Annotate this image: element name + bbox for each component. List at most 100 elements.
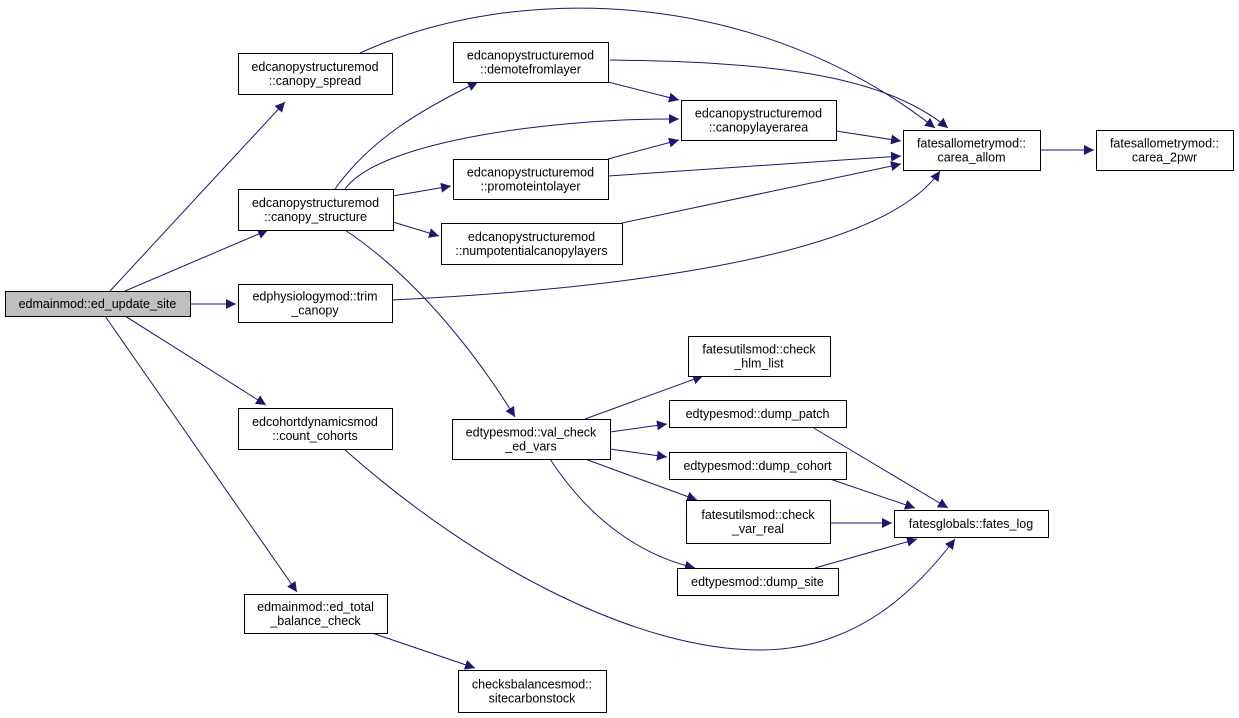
node-count_cohorts[interactable]: edcohortdynamicsmod::count_cohorts [238,408,393,450]
node-box [238,284,393,323]
node-label-line: edtypesmod::dump_patch [686,407,830,421]
node-label-line: fatesallometrymod:: [1110,137,1219,151]
node-carea_2pwr[interactable]: fatesallometrymod::carea_2pwr [1096,130,1234,171]
node-box [686,500,831,544]
node-label-line: fatesutilsmod::check [701,508,815,522]
node-label-line: ::canopy_structure [264,210,367,224]
node-box [441,223,623,265]
node-label-line: _var_real [731,522,784,536]
node-label-line: ::canopy_spread [269,74,361,88]
node-label-line: sitecarbonstock [489,692,577,706]
node-val_check_ed_vars[interactable]: edtypesmod::val_check_ed_vars [452,419,611,460]
edge-val_check_ed_vars-to-dump_cohort [609,448,668,461]
node-label-line: ::canopylayerarea [709,121,808,135]
edge-ed_update_site-to-count_cohorts [124,315,267,406]
node-dump_cohort[interactable]: edtypesmod::dump_cohort [669,452,847,480]
edge-canopy_structure-to-canopylayerarea [344,113,680,190]
node-check_hlm_list[interactable]: fatesutilsmod::check_hlm_list [688,336,831,377]
node-canopylayerarea[interactable]: edcanopystructuremod::canopylayerarea [681,100,837,141]
edge-dump_patch-to-fates_log [811,426,949,509]
node-box [453,159,609,200]
node-numpotentialcanopylayers[interactable]: edcanopystructuremod::numpotentialcanopy… [441,223,623,265]
edge-canopy_structure-to-demotefromlayer [334,81,479,190]
edge-promoteintolayer-to-carea_allom [607,151,902,177]
edge-val_check_ed_vars-to-dump_site [549,458,696,571]
edge-val_check_ed_vars-to-check_hlm_list [584,374,704,420]
node-label-line: edcohortdynamicsmod [252,415,378,429]
node-box [453,42,609,83]
node-label-line: ::numpotentialcanopylayers [455,244,607,258]
node-label-line: edcanopystructuremod [467,49,594,63]
node-promoteintolayer[interactable]: edcanopystructuremod::promoteintolayer [453,159,609,200]
node-box [677,568,839,596]
edge-trim_canopy-to-carea_allom [391,170,941,301]
node-box [452,419,611,460]
node-canopy_spread[interactable]: edcanopystructuremod::canopy_spread [238,53,393,95]
edges [104,7,1094,670]
node-box [238,189,394,231]
node-label-line: edmainmod::ed_update_site [19,297,177,311]
node-label-line: edcanopystructuremod [467,166,594,180]
node-label-line: edphysiologymod::trim [252,290,377,304]
edge-numpotentialcanopylayers-to-carea_allom [621,161,902,224]
node-box [244,594,388,634]
node-label-line: checksbalancesmod:: [472,678,592,692]
edge-canopy_structure-to-val_check_ed_vars [344,229,516,418]
node-label-line: fatesglobals::fates_log [909,517,1033,531]
node-box [669,400,847,428]
node-label-line: fatesutilsmod::check [702,343,816,357]
edge-count_cohorts-to-fates_log [343,448,956,651]
node-label-line: edmainmod::ed_total [257,600,374,614]
node-box [238,53,393,95]
edge-demotefromlayer-to-carea_allom [609,59,949,129]
edge-canopy_spread-to-carea_allom [359,7,936,129]
nodes: edmainmod::ed_update_site edcanopystructu… [5,42,1234,713]
node-label-line: fatesallometrymod:: [917,137,1026,151]
node-box [238,408,393,450]
node-ed_update_site[interactable]: edmainmod::ed_update_site [5,291,191,317]
edge-demotefromlayer-to-canopylayerarea [607,81,680,103]
node-label-line: _hlm_list [733,357,784,371]
node-box [688,336,831,377]
edge-dump_cohort-to-fates_log [829,478,916,510]
node-label-line: edcanopystructuremod [251,60,378,74]
node-box [669,452,847,480]
node-ed_total_balance_check[interactable]: edmainmod::ed_total_balance_check [244,594,388,634]
node-label-line: edcanopystructuremod [695,107,822,121]
node-label-line: carea_allom [937,151,1005,165]
edge-canopy_structure-to-promoteintolayer [392,182,452,197]
node-label-line: carea_2pwr [1132,151,1197,165]
node-dump_patch[interactable]: edtypesmod::dump_patch [669,400,847,428]
node-canopy_structure[interactable]: edcanopystructuremod::canopy_structure [238,189,394,231]
edge-dump_site-to-fates_log [814,536,918,569]
node-box [903,130,1041,171]
node-box [5,291,191,317]
edge-val_check_ed_vars-to-dump_patch [609,420,668,433]
node-label-line: ::promoteintolayer [480,180,580,194]
edge-val_check_ed_vars-to-check_var_real [584,458,698,502]
edge-promoteintolayer-to-canopylayerarea [607,137,680,160]
node-box [681,100,837,141]
node-label-line: edcanopystructuremod [468,230,595,244]
edge-ed_update_site-to-canopy_structure [124,229,269,292]
node-box [1096,130,1234,171]
node-box [894,510,1049,538]
node-check_var_real[interactable]: fatesutilsmod::check_var_real [686,500,831,544]
edge-ed_update_site-to-ed_total_balance_check [104,315,298,593]
node-demotefromlayer[interactable]: edcanopystructuremod::demotefromlayer [453,42,609,83]
node-fates_log[interactable]: fatesglobals::fates_log [894,510,1049,538]
node-label-line: edtypesmod::dump_cohort [683,459,832,473]
node-label-line: edtypesmod::dump_site [691,575,824,589]
node-dump_site[interactable]: edtypesmod::dump_site [677,568,839,596]
edge-canopylayerarea-to-carea_allom [835,130,902,145]
node-label-line: edtypesmod::val_check [466,426,597,440]
node-label-line: ::demotefromlayer [480,63,581,77]
node-box [458,670,607,713]
node-sitecarbonstock[interactable]: checksbalancesmod::sitecarbonstock [458,670,607,713]
edge-ed_total_balance_check-to-sitecarbonstock [371,632,476,670]
edge-canopy_structure-to-numpotentialcanopylayers [392,221,440,238]
node-label-line: edcanopystructuremod [252,196,379,210]
node-carea_allom[interactable]: fatesallometrymod::carea_allom [903,130,1041,171]
node-trim_canopy[interactable]: edphysiologymod::trim_canopy [238,284,393,323]
